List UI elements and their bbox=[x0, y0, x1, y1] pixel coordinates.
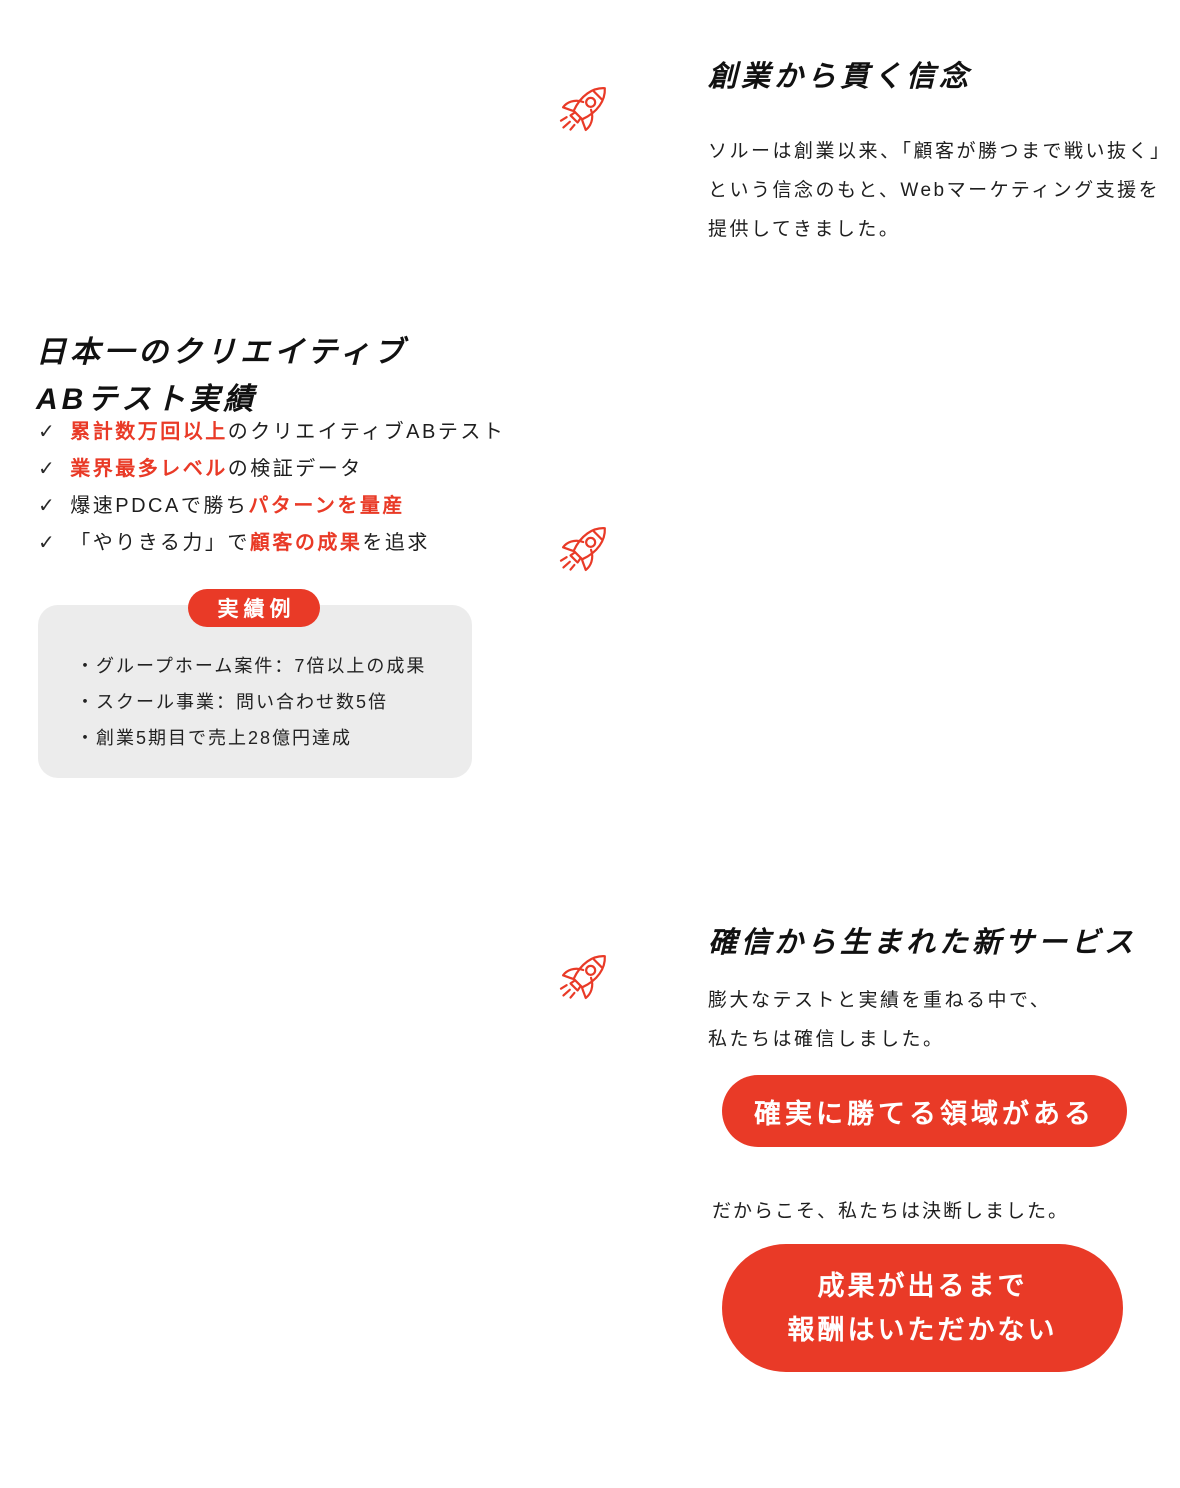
results-list: ・グループホーム案件：7倍以上の成果 ・スクール事業：問い合わせ数5倍 ・創業5… bbox=[76, 648, 426, 756]
checklist-item: ✓業界最多レベルの検証データ bbox=[38, 458, 363, 480]
check-icon: ✓ bbox=[38, 458, 58, 480]
belief-body: ソルーは創業以来、「顧客が勝つまで戦い抜く」 という信念のもと、Webマーケティ… bbox=[708, 141, 1172, 240]
result-item: ・スクール事業：問い合わせ数5倍 bbox=[76, 692, 389, 712]
results-badge: 実績例 bbox=[188, 589, 320, 627]
rocket-icon bbox=[553, 516, 617, 580]
checklist-item: ✓爆速PDCAで勝ちパターンを量産 bbox=[38, 495, 405, 517]
checklist-item: ✓「やりきる力」で顧客の成果を追求 bbox=[38, 532, 430, 554]
belief-title: 創業から貫く信念 bbox=[708, 61, 973, 94]
results-box bbox=[38, 605, 472, 778]
checklist-item: ✓累計数万回以上のクリエイティブABテスト bbox=[38, 421, 506, 443]
result-item: ・グループホーム案件：7倍以上の成果 bbox=[76, 656, 427, 676]
result-item: ・創業5期目で売上28億円達成 bbox=[76, 728, 353, 748]
highlight-pill: 確実に勝てる領域がある bbox=[722, 1075, 1127, 1147]
decision-text: だからこそ、私たちは決断しました。 bbox=[712, 1201, 1070, 1222]
abtest-title: 日本一のクリエイティブ ABテスト実績 bbox=[36, 335, 408, 416]
promise-line: 成果が出るまで bbox=[817, 1271, 1028, 1301]
promise-line: 報酬はいただかない bbox=[787, 1315, 1058, 1345]
check-icon: ✓ bbox=[38, 421, 58, 443]
rocket-icon bbox=[553, 76, 617, 140]
service-title: 確信から生まれた新サービス bbox=[708, 927, 1138, 960]
check-icon: ✓ bbox=[38, 495, 58, 517]
abtest-checklist: ✓累計数万回以上のクリエイティブABテスト ✓業界最多レベルの検証データ ✓爆速… bbox=[38, 414, 505, 562]
rocket-icon bbox=[553, 944, 617, 1008]
service-body: 膨大なテストと実績を重ねる中で、 私たちは確信しました。 bbox=[708, 990, 1052, 1050]
promise-box: 成果が出るまで 報酬はいただかない bbox=[722, 1244, 1123, 1372]
check-icon: ✓ bbox=[38, 532, 58, 554]
